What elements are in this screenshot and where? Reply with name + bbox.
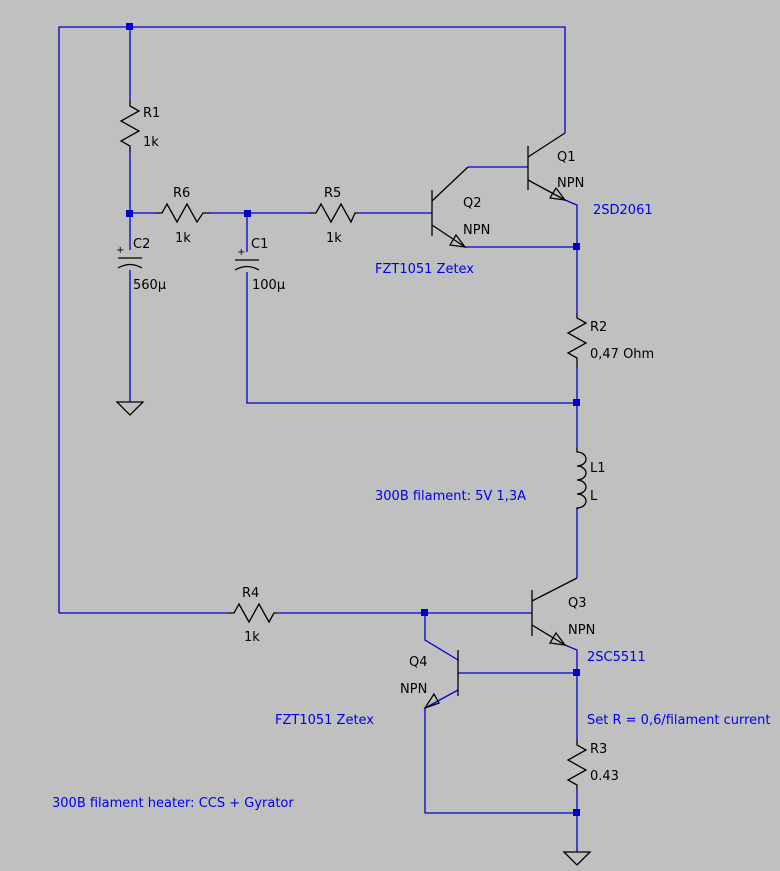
wire-top-rail [58,26,566,613]
resistor-r4: R4 1k [228,586,277,645]
l1-name: L1 [590,461,606,476]
c2-value: 560µ [133,278,166,293]
junction-dot [573,669,580,676]
q3-part-label: 2SC5511 [587,650,646,665]
q4-name: Q4 [409,655,428,670]
q2-part-label: FZT1051 Zetex [375,262,474,277]
circuit-title: 300B filament heater: CCS + Gyrator [52,796,294,811]
wires [58,26,578,852]
transistor-q1: Q1 NPN [527,132,584,201]
set-r-label: Set R = 0,6/filament current [587,713,771,728]
junction-dot [573,243,580,250]
r1-name: R1 [143,106,160,121]
c1-polarity: + [237,247,245,258]
r6-value: 1k [175,231,191,246]
capacitor-c2: + C2 560µ [116,237,166,293]
transistor-q2: Q2 NPN [431,166,490,248]
r3-value: 0.43 [590,769,619,784]
wire-c1-bottom [246,272,577,404]
junction-dot [573,809,580,816]
q1-name: Q1 [557,150,576,165]
junction-dot [421,609,428,616]
resistor-r2: R2 0,47 Ohm [566,313,654,367]
junction-dot [126,210,133,217]
q2-type: NPN [463,223,490,238]
r2-value: 0,47 Ohm [590,347,654,362]
wire-q1-emitter [564,199,578,313]
r5-value: 1k [326,231,342,246]
r6-name: R6 [173,186,190,201]
r1-value: 1k [143,135,159,150]
q1-type: NPN [557,176,584,191]
junction-dot [244,210,251,217]
resistor-r1: R1 1k [119,100,160,152]
r4-value: 1k [244,630,260,645]
filament-label: 300B filament: 5V 1,3A [375,489,526,504]
transistor-q4: Q4 NPN [400,650,459,710]
inductor-l1: L1 L [576,448,606,510]
resistor-r3: R3 0.43 [566,740,619,790]
resistor-r5: R5 1k [310,186,358,246]
ground-c2 [115,401,145,416]
wire-q4-collector [424,613,459,661]
q3-type: NPN [568,623,595,638]
resistor-r6: R6 1k [155,186,210,246]
junction-dot [126,23,133,30]
wire-q4-emitter [424,689,577,814]
c1-name: C1 [251,237,268,252]
ground-r3 [562,851,592,866]
l1-value: L [590,489,598,504]
q4-type: NPN [400,682,427,697]
q3-name: Q3 [568,596,587,611]
capacitor-c1: + C1 100µ [234,237,285,293]
r2-name: R2 [590,320,607,335]
junctions [126,23,580,816]
r4-name: R4 [242,586,259,601]
junction-dot [573,399,580,406]
transistor-q3: Q3 NPN [531,577,595,646]
c2-polarity: + [116,245,124,256]
c1-value: 100µ [252,278,285,293]
c2-name: C2 [133,237,150,252]
q1-part-label: 2SD2061 [593,203,653,218]
q4-part-label: FZT1051 Zetex [275,713,374,728]
q2-name: Q2 [463,196,482,211]
wire-q3-emitter [564,644,578,740]
r3-name: R3 [590,742,607,757]
r5-name: R5 [324,186,341,201]
